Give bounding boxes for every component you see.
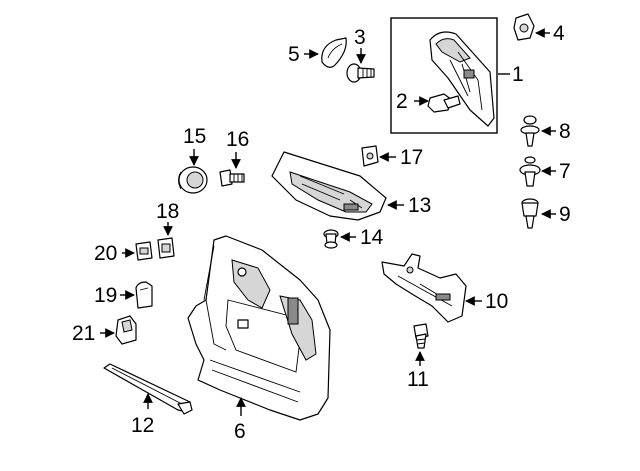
part-8-shape <box>520 115 540 147</box>
callout-6: 6 <box>234 420 246 443</box>
callout-10: 10 <box>485 290 508 313</box>
part-12-shape <box>103 363 193 415</box>
callout-17: 17 <box>400 146 423 169</box>
part-10-shape <box>381 253 467 323</box>
callout-20: 20 <box>94 242 117 265</box>
part-1-bracket-box <box>390 17 498 134</box>
callout-11: 11 <box>407 368 429 391</box>
part-7-shape <box>519 156 541 187</box>
callout-15: 15 <box>183 125 206 148</box>
callout-14: 14 <box>360 226 384 249</box>
callout-3: 3 <box>354 26 366 49</box>
callout-12: 12 <box>131 414 154 437</box>
part-3-shape <box>346 63 375 83</box>
part-21-shape <box>115 315 137 345</box>
callout-2: 2 <box>396 90 408 113</box>
part-18-shape <box>157 237 175 259</box>
callout-21: 21 <box>72 322 95 345</box>
part-2-shape <box>427 93 453 113</box>
callout-8: 8 <box>559 120 571 143</box>
callout-13: 13 <box>408 194 431 217</box>
part-5-shape <box>321 37 347 68</box>
part-20-shape <box>135 241 153 261</box>
part-1-shape <box>429 31 495 127</box>
callout-9: 9 <box>559 203 571 226</box>
part-17-shape <box>361 145 379 167</box>
callout-16: 16 <box>226 128 249 151</box>
callout-1: 1 <box>512 63 524 86</box>
part-15-shape <box>178 166 208 194</box>
callout-7: 7 <box>559 160 571 183</box>
callout-19: 19 <box>94 284 117 307</box>
part-11-shape <box>413 323 429 349</box>
callout-4: 4 <box>553 22 565 45</box>
part-6-shape <box>187 235 331 421</box>
callout-18: 18 <box>156 200 179 223</box>
part-13-shape <box>271 151 387 221</box>
part-9-shape <box>521 198 539 229</box>
part-14-shape <box>323 229 339 249</box>
callout-5: 5 <box>288 43 300 66</box>
part-16-shape <box>219 169 245 187</box>
part-1-group <box>390 17 498 134</box>
part-19-shape <box>135 281 153 309</box>
part-4-shape <box>513 13 535 41</box>
